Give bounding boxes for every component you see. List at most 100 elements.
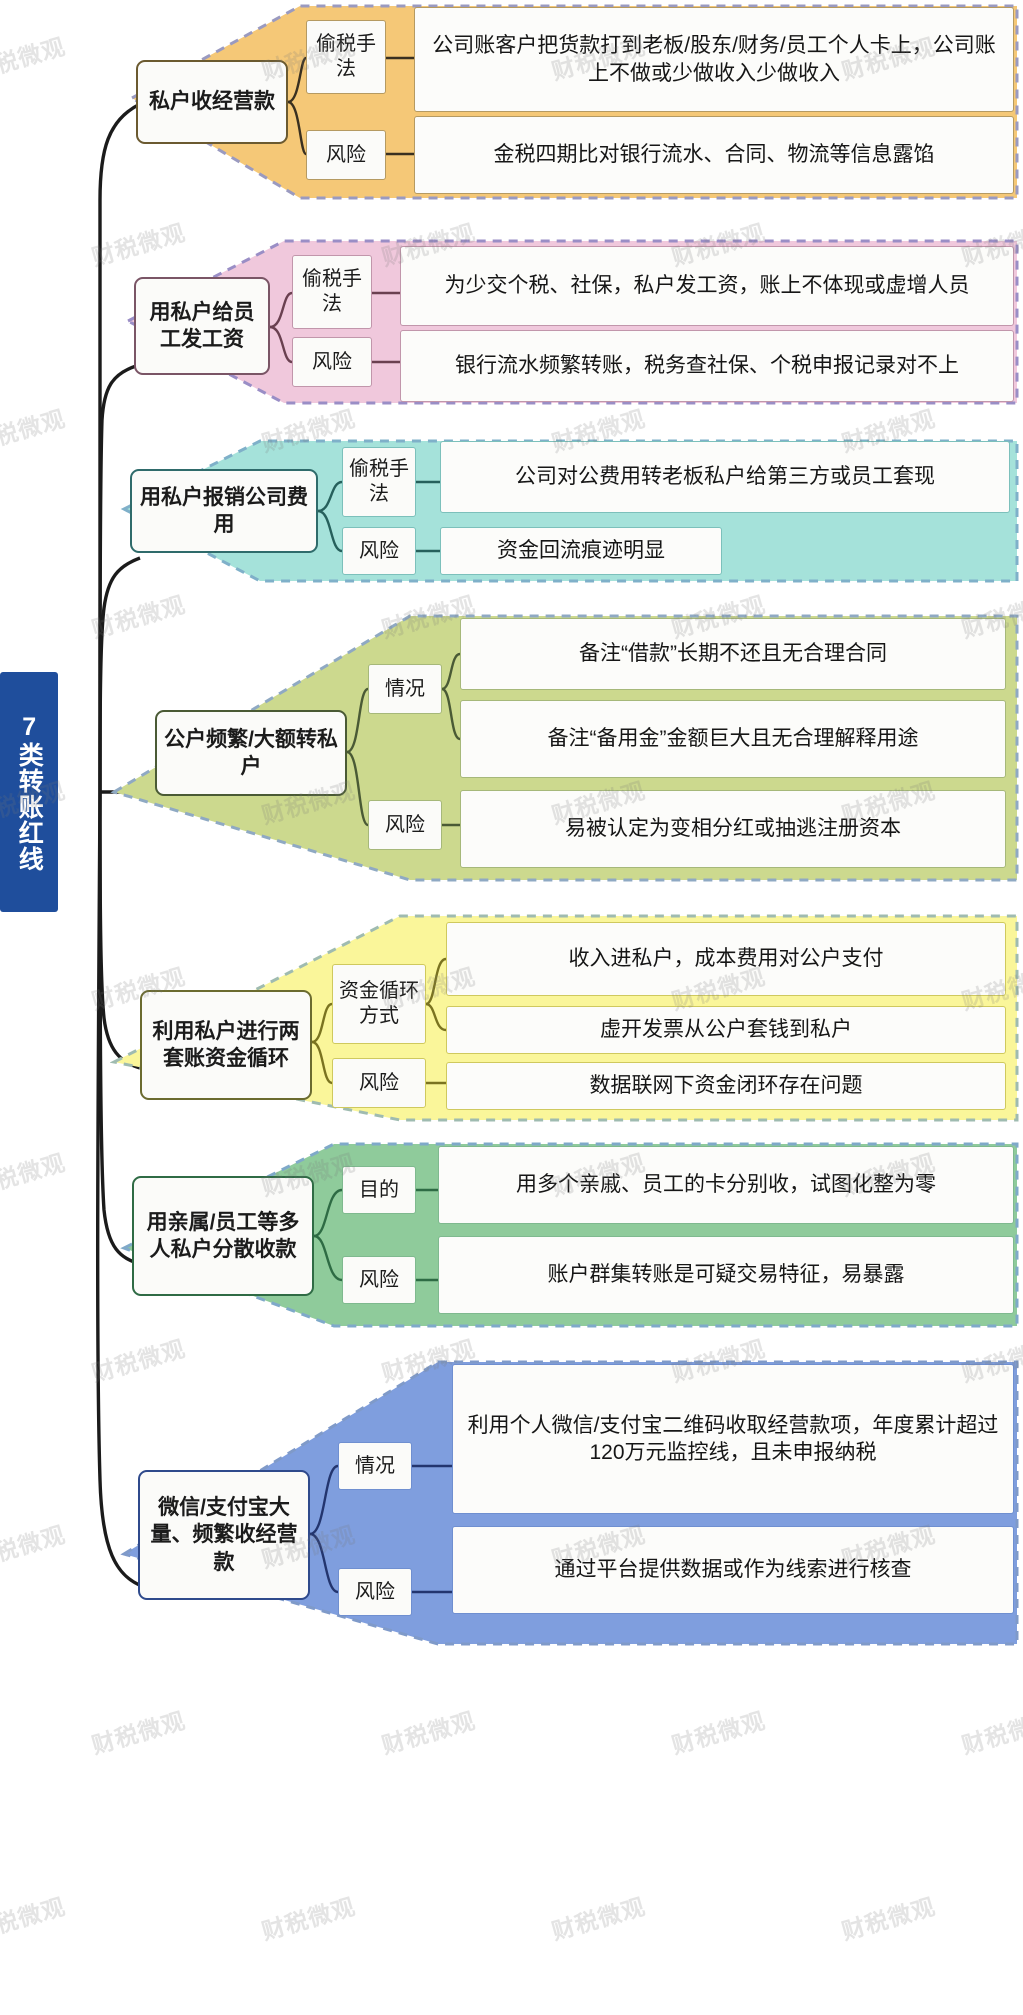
- branch-7-row-0-item-0[interactable]: 利用个人微信/支付宝二维码收取经营款项，年度累计超过120万元监控线，且未申报纳…: [452, 1364, 1014, 1514]
- watermark-text: 财税微观: [0, 1521, 69, 1573]
- label-text: 风险: [312, 350, 352, 373]
- branch-6-topic[interactable]: 用亲属/员工等多人私户分散收款: [132, 1176, 314, 1296]
- label-text: 风险: [385, 813, 425, 836]
- label-text: 资金循环方式: [339, 980, 419, 1027]
- branch-5-wires: [311, 957, 447, 1085]
- branch-1-row-1-label[interactable]: 风险: [306, 130, 386, 180]
- leaf-text: 金税四期比对银行流水、合同、物流等信息露馅: [493, 143, 935, 167]
- branch-7-topic[interactable]: 微信/支付宝大量、频繁收经营款: [138, 1470, 310, 1600]
- leaf-text: 备注“备用金”金额巨大且无合理解释用途: [547, 727, 919, 751]
- branch-6[interactable]: 用亲属/员工等多人私户分散收款 目的 用多个亲戚、员工的卡分别收，试图化整为零 …: [120, 1140, 1021, 1330]
- label-text: 情况: [355, 1454, 395, 1477]
- leaf-text: 备注“借款”长期不还且无合理合同: [579, 642, 887, 666]
- branch-6-row-1-item-0[interactable]: 账户群集转账是可疑交易特征，易暴露: [438, 1236, 1014, 1314]
- branch-5-row-0-item-1[interactable]: 虚开发票从公户套钱到私户: [446, 1006, 1006, 1054]
- branch-1-topic-label: 私户收经营款: [149, 90, 275, 114]
- root-label: 7类转账红线: [15, 712, 44, 872]
- branch-1-topic[interactable]: 私户收经营款: [136, 60, 288, 144]
- label-text: 偷税手法: [316, 33, 376, 80]
- branch-7-row-1-item-0[interactable]: 通过平台提供数据或作为线索进行核查: [452, 1526, 1014, 1614]
- branch-3-topic-label: 用私户报销公司费用: [140, 485, 308, 536]
- branch-3-row-1-item-0[interactable]: 资金回流痕迹明显: [440, 527, 722, 575]
- label-text: 风险: [359, 539, 399, 562]
- label-text: 情况: [385, 677, 425, 700]
- branch-4-row-1-item-0[interactable]: 易被认定为变相分红或抽逃注册资本: [460, 790, 1006, 868]
- branch-4-row-1-label[interactable]: 风险: [368, 800, 442, 850]
- label-text: 风险: [359, 1268, 399, 1291]
- branch-1-row-1-item-0[interactable]: 金税四期比对银行流水、合同、物流等信息露馅: [414, 116, 1014, 194]
- branch-3-row-0-item-0[interactable]: 公司对公费用转老板私户给第三方或员工套现: [440, 441, 1010, 513]
- label-text: 风险: [326, 143, 366, 166]
- leaf-text: 数据联网下资金闭环存在问题: [589, 1074, 863, 1098]
- branch-4[interactable]: 公户频繁/大额转私户 情况 备注“借款”长期不还且无合理合同 备注“备用金”金额…: [110, 612, 1021, 884]
- branch-1-wires: [287, 56, 414, 156]
- branch-7-row-1-label[interactable]: 风险: [338, 1568, 412, 1616]
- branch-3[interactable]: 用私户报销公司费用 偷税手法 公司对公费用转老板私户给第三方或员工套现 风险 资…: [120, 437, 1021, 585]
- branch-3-row-0-label[interactable]: 偷税手法: [342, 447, 416, 517]
- watermark-text: 财税微观: [0, 33, 69, 85]
- branch-3-wires: [317, 480, 440, 553]
- branch-5[interactable]: 利用私户进行两套账资金循环 资金循环方式 收入进私户，成本费用对公户支付 虚开发…: [110, 912, 1021, 1124]
- leaf-text: 公司账客户把货款打到老板/股东/财务/员工个人卡上，公司账上不做或少做收入少做收…: [432, 34, 996, 85]
- branch-7[interactable]: 微信/支付宝大量、频繁收经营款 情况 利用个人微信/支付宝二维码收取经营款项，年…: [120, 1358, 1021, 1648]
- leaf-text: 资金回流痕迹明显: [497, 539, 665, 563]
- branch-5-row-1-label[interactable]: 风险: [332, 1058, 426, 1108]
- branch-6-row-1-label[interactable]: 风险: [342, 1256, 416, 1304]
- branch-1-row-0-label[interactable]: 偷税手法: [306, 20, 386, 94]
- branch-2-row-1-item-0[interactable]: 银行流水频繁转账，税务查社保、个税申报记录对不上: [400, 330, 1014, 402]
- watermark-text: 财税微观: [0, 1149, 69, 1201]
- root-node[interactable]: 7类转账红线: [0, 672, 58, 912]
- branch-5-row-0-label[interactable]: 资金循环方式: [332, 964, 426, 1044]
- label-text: 风险: [359, 1071, 399, 1094]
- branch-7-topic-label: 微信/支付宝大量、频繁收经营款: [150, 1496, 298, 1574]
- branch-6-row-0-label[interactable]: 目的: [342, 1166, 416, 1214]
- branch-1[interactable]: 私户收经营款 偷税手法 公司账客户把货款打到老板/股东/财务/员工个人卡上，公司…: [128, 2, 1021, 202]
- watermark-text: 财税微观: [958, 1707, 1023, 1759]
- leaf-text: 通过平台提供数据或作为线索进行核查: [554, 1558, 912, 1582]
- branch-1-row-0-item-0[interactable]: 公司账客户把货款打到老板/股东/财务/员工个人卡上，公司账上不做或少做收入少做收…: [414, 7, 1014, 112]
- watermark-text: 财税微观: [668, 1707, 769, 1759]
- branch-2-row-0-item-0[interactable]: 为少交个税、社保，私户发工资，账上不体现或虚增人员: [400, 246, 1014, 326]
- branch-4-wires: [346, 652, 461, 827]
- watermark-text: 财税微观: [258, 1893, 359, 1945]
- branch-4-topic-label: 公户频繁/大额转私户: [164, 727, 338, 778]
- branch-2-row-0-label[interactable]: 偷税手法: [292, 255, 372, 329]
- label-text: 偷税手法: [349, 458, 409, 505]
- leaf-text: 用多个亲戚、员工的卡分别收，试图化整为零: [516, 1173, 936, 1197]
- branch-2-wires: [269, 291, 400, 364]
- branch-4-row-0-item-0[interactable]: 备注“借款”长期不还且无合理合同: [460, 618, 1006, 690]
- label-text: 风险: [355, 1580, 395, 1603]
- branch-5-topic-label: 利用私户进行两套账资金循环: [152, 1019, 300, 1070]
- leaf-text: 为少交个税、社保，私户发工资，账上不体现或虚增人员: [444, 274, 970, 298]
- branch-5-row-0-item-0[interactable]: 收入进私户，成本费用对公户支付: [446, 922, 1006, 996]
- branch-2-topic[interactable]: 用私户给员工发工资: [134, 277, 270, 375]
- watermark-text: 财税微观: [88, 1707, 189, 1759]
- branch-4-topic[interactable]: 公户频繁/大额转私户: [155, 710, 347, 796]
- watermark-text: 财税微观: [378, 1707, 479, 1759]
- label-text: 目的: [359, 1178, 399, 1201]
- leaf-text: 虚开发票从公户套钱到私户: [600, 1018, 852, 1042]
- leaf-text: 易被认定为变相分红或抽逃注册资本: [565, 817, 901, 841]
- leaf-text: 收入进私户，成本费用对公户支付: [568, 947, 884, 971]
- branch-6-topic-label: 用亲属/员工等多人私户分散收款: [146, 1210, 300, 1261]
- branch-3-row-1-label[interactable]: 风险: [342, 527, 416, 575]
- watermark-text: 财税微观: [0, 405, 69, 457]
- branch-2-topic-label: 用私户给员工发工资: [149, 300, 255, 351]
- branch-7-row-0-label[interactable]: 情况: [338, 1442, 412, 1490]
- branch-2-row-1-label[interactable]: 风险: [292, 337, 372, 387]
- leaf-text: 公司对公费用转老板私户给第三方或员工套现: [515, 465, 935, 489]
- leaf-text: 利用个人微信/支付宝二维码收取经营款项，年度累计超过120万元监控线，且未申报纳…: [467, 1413, 999, 1464]
- watermark-text: 财税微观: [548, 1893, 649, 1945]
- branch-4-row-0-label[interactable]: 情况: [368, 664, 442, 714]
- leaf-text: 银行流水频繁转账，税务查社保、个税申报记录对不上: [455, 354, 959, 378]
- branch-6-wires: [313, 1188, 438, 1282]
- branch-4-row-0-item-1[interactable]: 备注“备用金”金额巨大且无合理解释用途: [460, 700, 1006, 778]
- watermark-text: 财税微观: [838, 1893, 939, 1945]
- branch-6-row-0-item-0[interactable]: 用多个亲戚、员工的卡分别收，试图化整为零: [438, 1146, 1014, 1224]
- branch-5-topic[interactable]: 利用私户进行两套账资金循环: [140, 990, 312, 1100]
- leaf-text: 账户群集转账是可疑交易特征，易暴露: [547, 1263, 905, 1287]
- watermark-text: 财税微观: [0, 1893, 69, 1945]
- branch-2[interactable]: 用私户给员工发工资 偷税手法 为少交个税、社保，私户发工资，账上不体现或虚增人员…: [124, 237, 1021, 407]
- branch-5-row-1-item-0[interactable]: 数据联网下资金闭环存在问题: [446, 1062, 1006, 1110]
